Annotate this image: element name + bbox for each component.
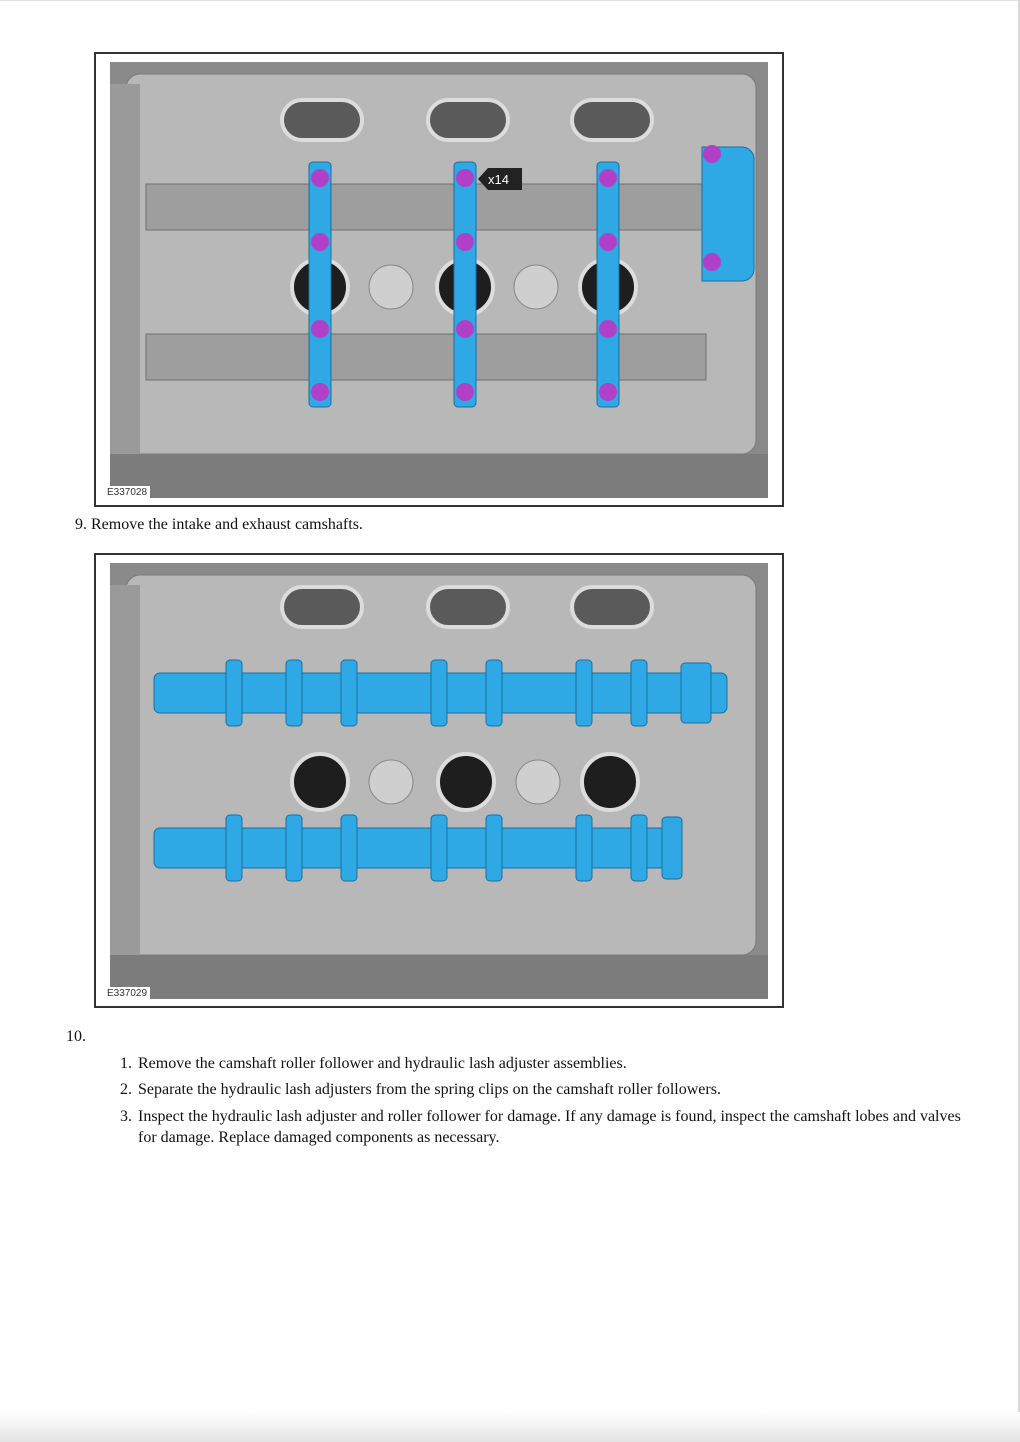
- timing-cover: [110, 84, 140, 464]
- page-top-edge: [0, 0, 1020, 1]
- callout-quantity: x14: [488, 172, 509, 187]
- item-text: Inspect the hydraulic lash adjuster and …: [138, 1108, 961, 1146]
- figure-id: E337028: [104, 486, 151, 499]
- exhaust-camshaft: [145, 333, 707, 381]
- engine-illustration-caps: x14: [110, 62, 768, 498]
- step-10-item-3: 3. Inspect the hydraulic lash adjuster a…: [120, 1106, 970, 1148]
- step-text: Remove the intake and exhaust camshafts.: [91, 516, 363, 533]
- camshaft-bearing-caps: [308, 146, 755, 408]
- engine-illustration-camshafts: [110, 563, 768, 999]
- item-text: Separate the hydraulic lash adjusters fr…: [138, 1081, 721, 1098]
- item-text: Remove the camshaft roller follower and …: [138, 1055, 627, 1072]
- intake-ports: [280, 585, 654, 629]
- exhaust-camshaft: [153, 814, 683, 882]
- cylinder-head: [125, 574, 757, 956]
- figure-id: E337029: [104, 987, 151, 1000]
- step-10-item-2: 2. Separate the hydraulic lash adjusters…: [120, 1079, 970, 1100]
- callout-arrow: x14: [478, 168, 522, 190]
- cap-bolts: [311, 145, 721, 401]
- intake-camshaft: [153, 659, 728, 727]
- engine-block: [110, 955, 768, 999]
- figure-camshafts: E337029: [94, 553, 784, 1008]
- timing-cover: [110, 585, 140, 965]
- item-number: 2.: [120, 1081, 132, 1098]
- intake-camshaft: [145, 183, 747, 231]
- tappet-bores: [290, 752, 640, 812]
- step-number: 9.: [75, 516, 87, 533]
- item-number: 3.: [120, 1108, 132, 1125]
- step-10-number: 10.: [66, 1028, 86, 1045]
- page-bottom-shadow: [0, 1412, 1020, 1442]
- step-9: 9. Remove the intake and exhaust camshaf…: [75, 515, 363, 535]
- page-right-edge: [1018, 0, 1020, 1442]
- item-number: 1.: [120, 1055, 132, 1072]
- engine-block: [110, 454, 768, 498]
- figure-camshaft-caps: x14 E337028: [94, 52, 784, 507]
- intake-ports: [280, 98, 654, 142]
- step-10-item-1: 1. Remove the camshaft roller follower a…: [120, 1053, 970, 1074]
